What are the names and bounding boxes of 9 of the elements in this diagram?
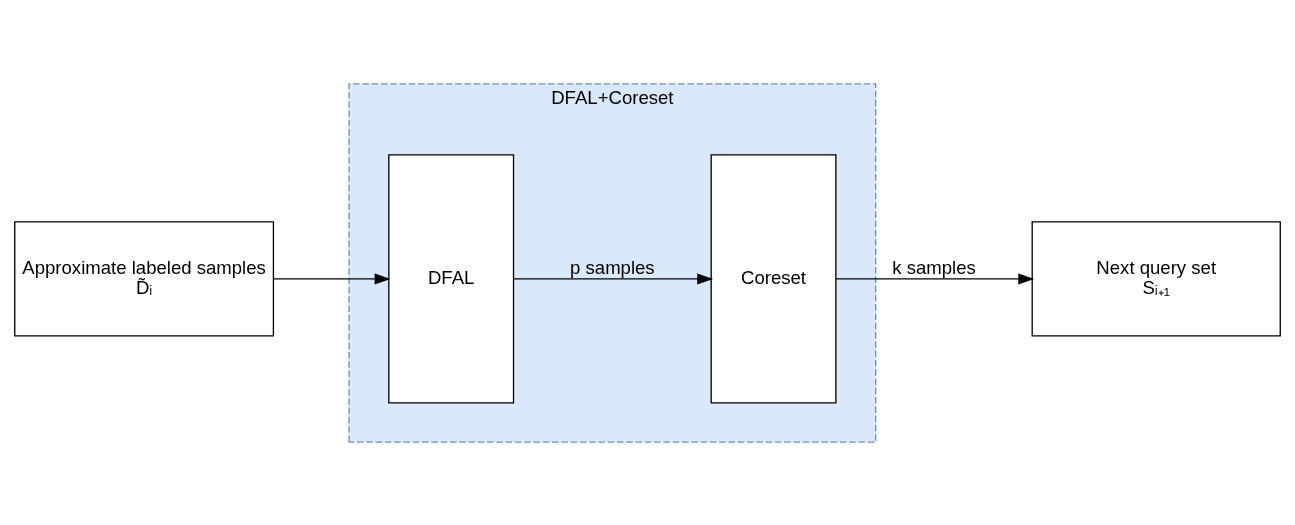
edge-label: p samples bbox=[570, 256, 655, 278]
edge-label: k samples bbox=[892, 256, 976, 278]
arrow bbox=[513, 272, 714, 284]
node-box: Next query set Sᵢ₊₁ bbox=[1031, 220, 1281, 337]
node-box: Approximate labeled samples D̃ᵢ bbox=[14, 220, 275, 337]
arrow bbox=[835, 272, 1035, 284]
node-box: Coreset bbox=[710, 153, 837, 404]
arrow bbox=[272, 272, 391, 284]
node-box: DFAL bbox=[388, 153, 515, 404]
